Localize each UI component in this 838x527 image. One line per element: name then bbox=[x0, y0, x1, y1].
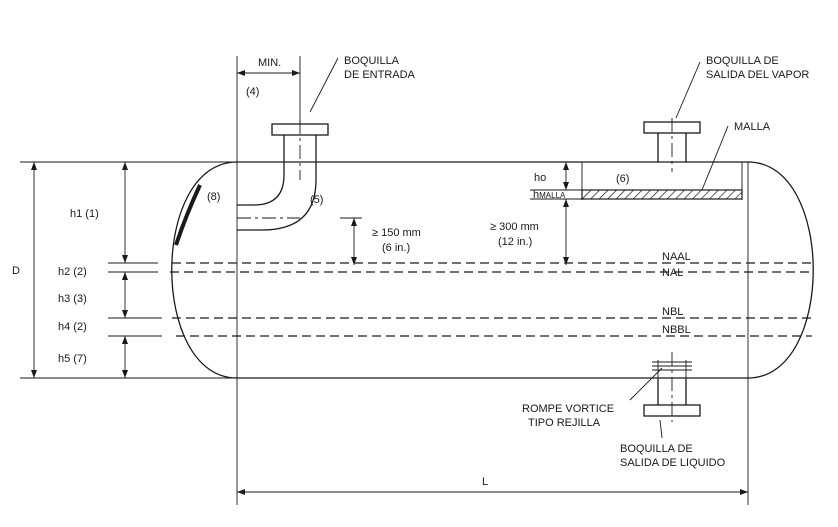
inlet-nozzle-label-2: DE ENTRADA bbox=[344, 69, 416, 81]
ho-label: ho bbox=[534, 172, 546, 184]
inlet-clearance-dim bbox=[340, 217, 362, 265]
h4-label: h4 (2) bbox=[58, 321, 87, 333]
note-5-label: (5) bbox=[310, 194, 323, 206]
note-8-label: (8) bbox=[207, 191, 220, 203]
diameter-label: D bbox=[12, 265, 20, 277]
h5-label: h5 (7) bbox=[58, 353, 87, 365]
min-label: MIN. bbox=[258, 57, 281, 69]
liquid-nozzle-label-1: BOQUILLA DE bbox=[620, 443, 693, 455]
h2-label: h2 (2) bbox=[58, 266, 87, 278]
length-dimension bbox=[237, 489, 748, 495]
vortex-breaker-label-1: ROMPE VORTICE bbox=[522, 403, 614, 415]
vessel-shell bbox=[171, 56, 814, 505]
min-dimension bbox=[237, 70, 300, 76]
min-150-in-label: (6 in.) bbox=[382, 242, 410, 254]
h1-label: h1 (1) bbox=[70, 208, 99, 220]
min-300-mm-label: ≥ 300 mm bbox=[490, 221, 539, 233]
vortex-breaker-label-2: TIPO REJILLA bbox=[528, 417, 601, 429]
min-150-mm-label: ≥ 150 mm bbox=[372, 227, 421, 239]
h3-label: h3 (3) bbox=[58, 293, 87, 305]
inlet-nozzle bbox=[237, 56, 329, 231]
length-label: L bbox=[482, 476, 488, 488]
vapor-nozzle-label-1: BOQUILLA DE bbox=[706, 55, 779, 67]
vapor-nozzle-label-2: SALIDA DEL VAPOR bbox=[706, 69, 809, 81]
naal-label: NAAL bbox=[662, 251, 691, 263]
inlet-nozzle-label-1: BOQUILLA bbox=[344, 55, 400, 67]
note-4-label: (4) bbox=[246, 86, 259, 98]
nal-label: NAL bbox=[662, 267, 683, 279]
mesh-label: MALLA bbox=[734, 121, 771, 133]
liquid-nozzle-label-2: SALIDA DE LIQUIDO bbox=[620, 457, 726, 469]
nbbl-label: NBBL bbox=[662, 324, 691, 336]
note-6-label: (6) bbox=[616, 173, 629, 185]
hmalla-label: hMALLA bbox=[533, 189, 566, 201]
nbl-label: NBL bbox=[662, 306, 683, 318]
mesh-clearance-dims bbox=[530, 162, 582, 265]
height-dimensions bbox=[20, 161, 237, 379]
min-300-in-label: (12 in.) bbox=[498, 236, 532, 248]
inlet-diverter bbox=[174, 184, 202, 246]
inlet-leader bbox=[309, 57, 339, 113]
mesh-pad bbox=[581, 125, 743, 200]
liquid-levels bbox=[170, 262, 812, 337]
liquid-outlet-nozzle bbox=[629, 352, 701, 439]
vapor-outlet-nozzle bbox=[643, 61, 701, 172]
